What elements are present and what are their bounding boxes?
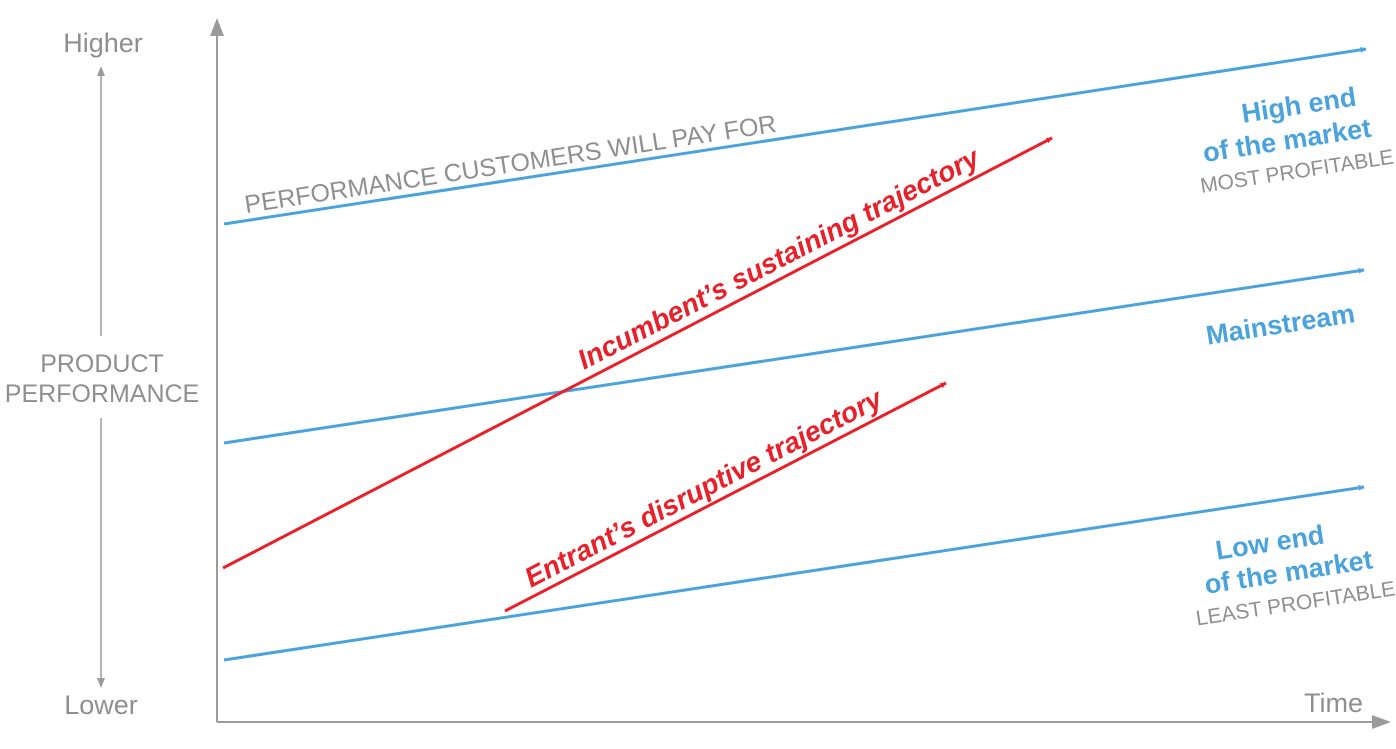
y-axis-bottom-label: Lower — [64, 690, 138, 720]
scale-arrowhead-up — [97, 66, 105, 76]
incumbent-trajectory-label: Incumbent’s sustaining trajectory — [572, 141, 985, 375]
axes — [210, 18, 1391, 729]
y-axis-top-label: Higher — [63, 28, 143, 58]
x-axis-label: Time — [1304, 688, 1363, 718]
customer-performance-label: PERFORMANCE CUSTOMERS WILL PAY FOR — [243, 110, 779, 219]
y-axis-title-line2: PERFORMANCE — [5, 380, 199, 408]
low-end-line — [223, 484, 1365, 662]
y-axis-arrowhead — [210, 18, 224, 36]
x-axis-arrowhead — [1372, 715, 1391, 729]
scale-arrowhead-down — [97, 678, 105, 688]
low-end-labels: Low end of the market LEAST PROFITABLE — [1194, 519, 1396, 630]
entrant-trajectory-arrow — [504, 381, 947, 613]
mainstream-label: Mainstream — [1204, 298, 1357, 350]
y-axis-title-line1: PRODUCT — [40, 350, 164, 378]
incumbent-trajectory-arrow — [222, 136, 1053, 570]
market-lines — [223, 46, 1367, 662]
mainstream-line — [223, 267, 1365, 445]
trajectories — [222, 136, 1053, 613]
performance-scale: Higher Lower PRODUCT PERFORMANCE — [5, 28, 199, 720]
entrant-trajectory-label: Entrant’s disruptive trajectory — [519, 382, 888, 593]
high-end-line — [223, 46, 1367, 226]
high-end-labels: High end of the market MOST PROFITABLE — [1199, 82, 1395, 198]
